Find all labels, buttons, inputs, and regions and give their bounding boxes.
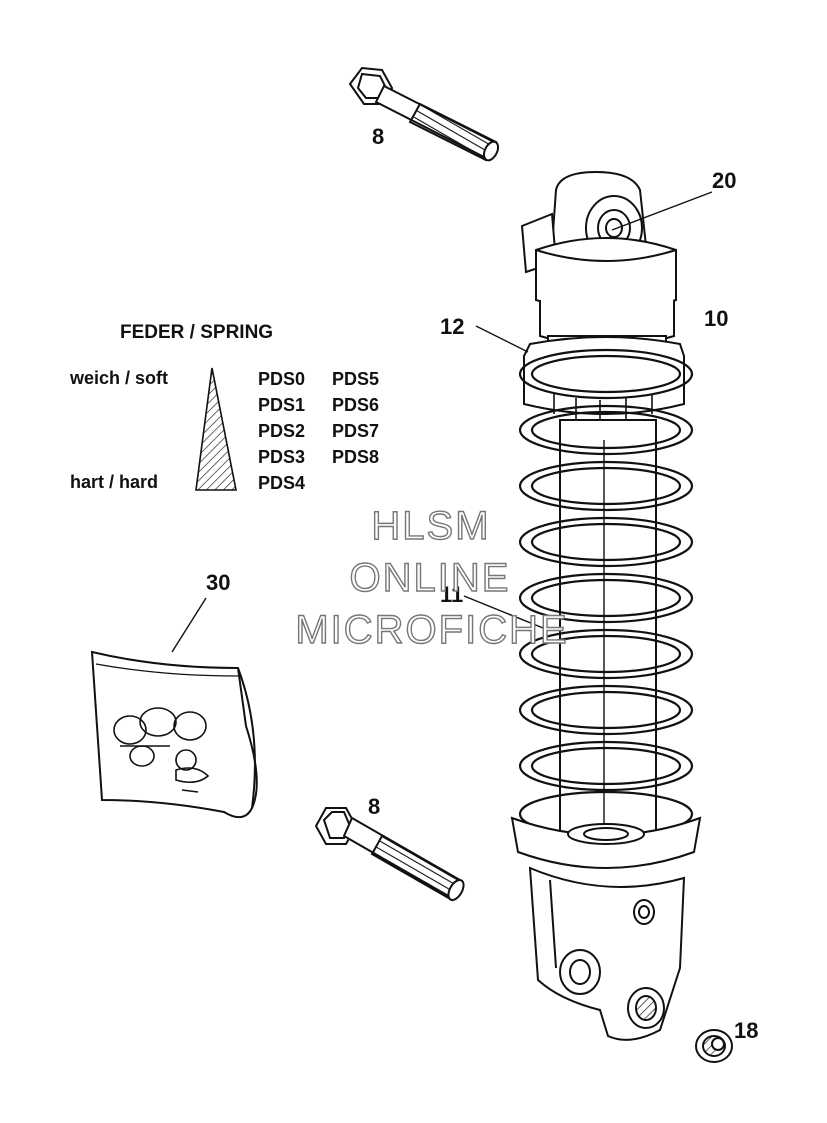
callout-bushing: 18: [734, 1018, 759, 1043]
spring-package: [90, 597, 258, 819]
watermark-line-1: HLSM: [371, 503, 491, 548]
leader-lines: [463, 191, 713, 631]
hardness-wedge: [195, 367, 237, 491]
pds-item: PDS1: [258, 395, 306, 415]
bolt-bottom: [314, 807, 465, 902]
pds-item: PDS8: [332, 447, 380, 467]
pds-column-2: PDS5 PDS6 PDS7 PDS8: [332, 366, 379, 470]
pds-item: PDS7: [332, 421, 380, 441]
callout-spring: 11: [440, 582, 464, 607]
callout-eye-bushing: 20: [712, 168, 737, 193]
callout-shock-absorber: 10: [704, 306, 729, 331]
callout-bolt-bottom: 8: [368, 794, 381, 819]
pds-item: PDS3: [258, 447, 306, 467]
pds-item: PDS5: [332, 369, 380, 389]
pds-item: PDS0: [258, 369, 306, 389]
legend-soft-label: weich / soft: [70, 368, 169, 388]
bolt-top: [348, 66, 500, 162]
watermark-line-3: MICROFICHE: [295, 607, 569, 652]
legend-hard-label: hart / hard: [70, 472, 159, 492]
callout-bolt-top: 8: [372, 124, 385, 149]
watermark-line-2: ONLINE: [349, 555, 511, 600]
shock-absorber: [510, 170, 702, 1041]
bushing: [695, 1029, 733, 1063]
callout-spring-package: 30: [206, 570, 231, 595]
callout-adjuster-ring: 12: [440, 314, 465, 339]
pds-item: PDS4: [258, 473, 306, 493]
pds-column-1: PDS0 PDS1 PDS2 PDS3 PDS4: [258, 366, 305, 496]
legend-title: FEDER / SPRING: [120, 322, 274, 343]
pds-item: PDS2: [258, 421, 306, 441]
pds-item: PDS6: [332, 395, 380, 415]
